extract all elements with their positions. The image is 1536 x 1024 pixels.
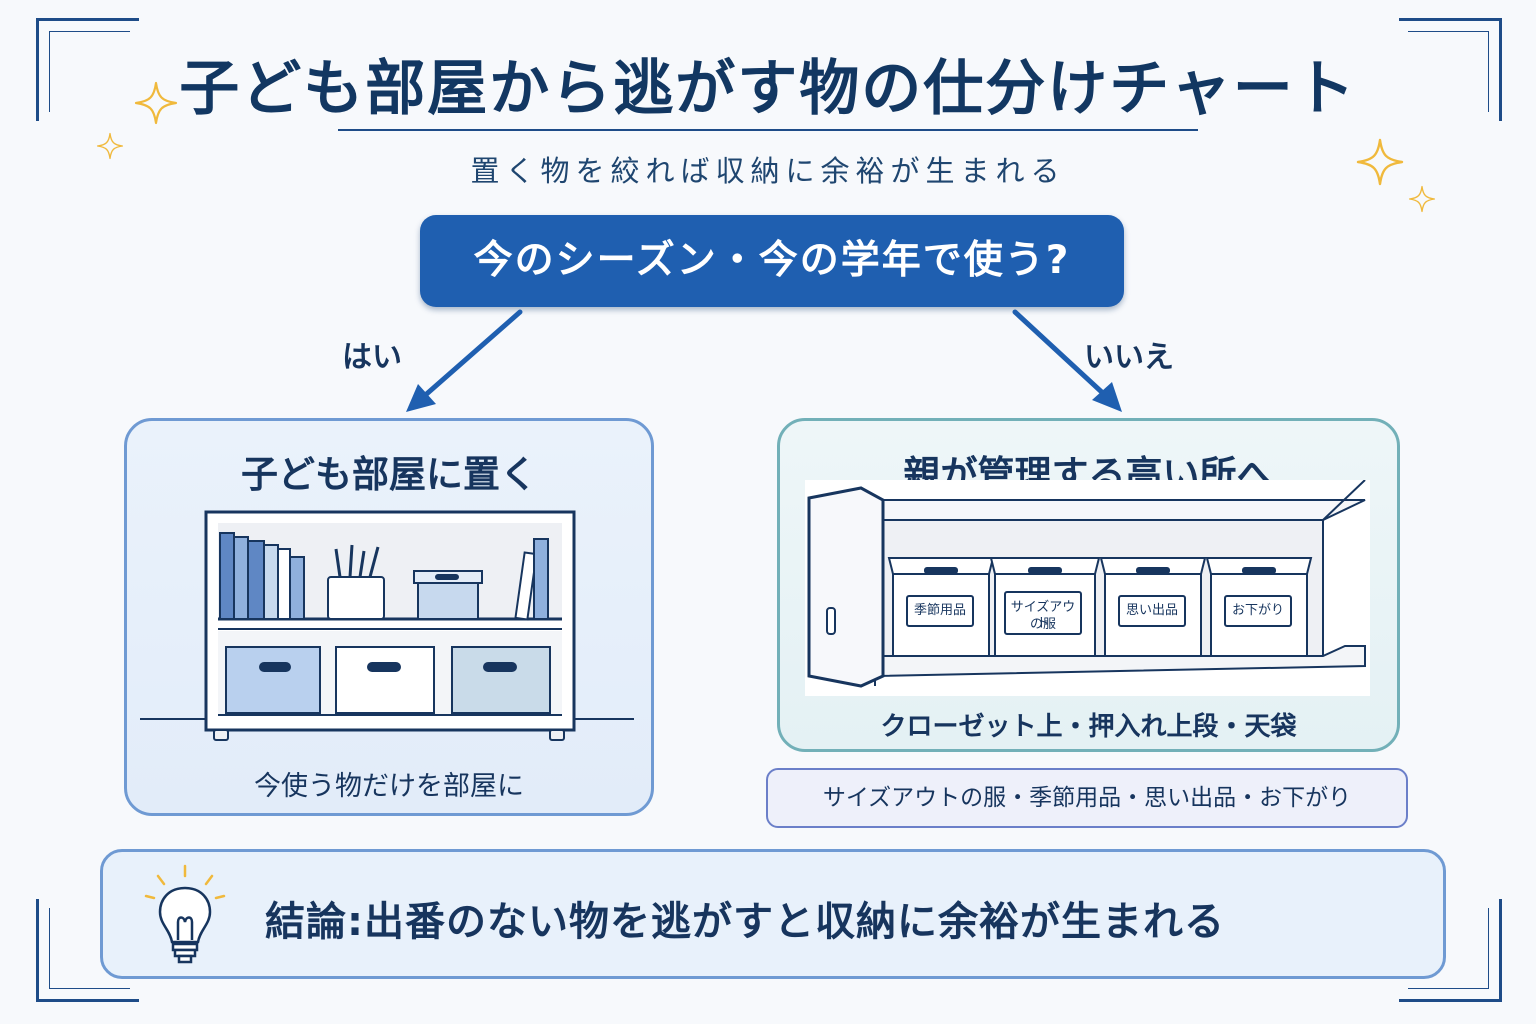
question-box: 今のシーズン・今の学年で使う? — [420, 215, 1124, 307]
branch-label-yes: はい — [342, 340, 402, 375]
closet-illustration — [805, 480, 1370, 696]
title-underline — [338, 129, 1198, 131]
box-label-hand-me-downs: お下がり — [1231, 603, 1284, 618]
left-panel-caption: 今使う物だけを部屋に — [254, 771, 524, 802]
right-panel-caption: クローゼット上・押入れ上段・天袋 — [880, 712, 1297, 742]
conclusion-box — [100, 849, 1446, 979]
arrow-icon — [419, 309, 523, 401]
arrow-icon — [1012, 309, 1109, 399]
page-subtitle: 置く物を絞れば収納に余裕が生まれる — [470, 154, 1066, 188]
corner-frame-top-left — [36, 18, 139, 121]
lightbulb-icon — [144, 864, 226, 964]
box-label-sizeout-2: の服 — [1029, 617, 1056, 632]
conclusion-text: 結論:出番のない物を逃がすと収納に余裕が生まれる — [265, 899, 1225, 945]
corner-frame-top-right — [1399, 18, 1502, 121]
box-label-keepsakes: 思い出品 — [1125, 603, 1178, 618]
box-label-seasonal: 季節用品 — [913, 603, 966, 618]
corner-frame-bottom-right — [1399, 899, 1502, 1002]
arrow-head-left — [406, 384, 436, 412]
examples-box: サイズアウトの服・季節用品・思い出品・お下がり — [766, 768, 1408, 828]
corner-frame-bottom-left — [36, 899, 139, 1002]
box-label-sizeout-1: サイズアウト — [1010, 600, 1076, 631]
bookshelf-illustration — [140, 510, 634, 741]
branch-label-no: いいえ — [1084, 340, 1174, 375]
left-panel-title: 子ども部屋に置く — [241, 453, 537, 496]
page-title: 子ども部屋から逃がす物の仕分けチャート — [179, 54, 1357, 124]
arrow-head-right — [1092, 382, 1122, 412]
